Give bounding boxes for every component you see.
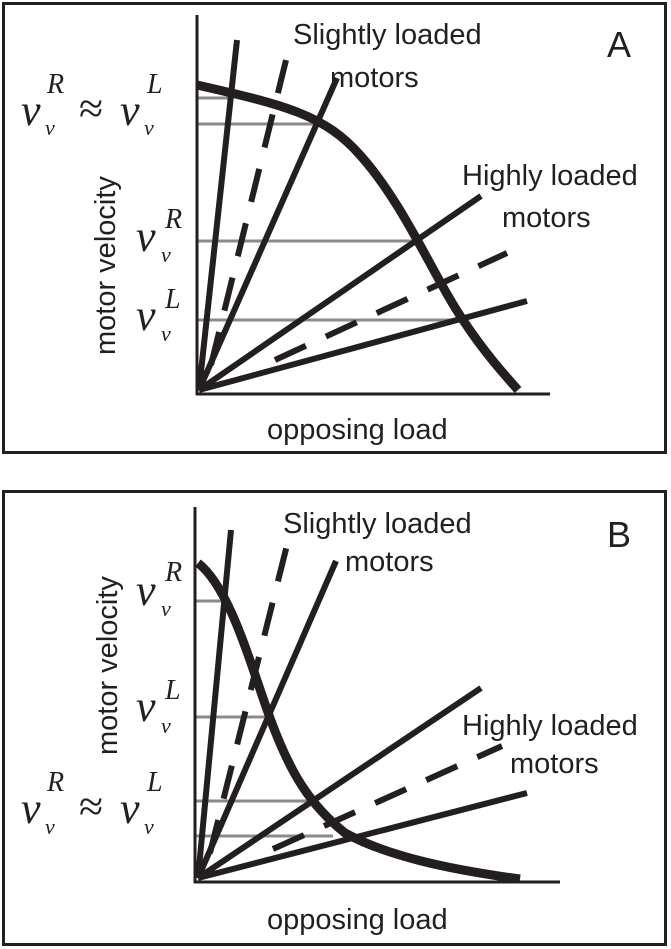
y-axis-label: motor velocity: [92, 576, 124, 755]
svg-text:R: R: [46, 767, 64, 798]
highly-loaded-label-line1: Highly loaded: [462, 160, 638, 192]
velocity-equal-label: v R v ≈ v L v: [21, 69, 163, 140]
dashed-load-line-high: [271, 743, 504, 852]
svg-text:≈: ≈: [79, 84, 103, 133]
svg-text:R: R: [164, 557, 182, 588]
load-line-steep: [196, 39, 240, 391]
svg-text:L: L: [146, 69, 163, 100]
panel-letter: B: [607, 514, 631, 555]
load-line-steep: [195, 529, 234, 879]
svg-text:v: v: [21, 86, 41, 135]
svg-text:R: R: [46, 69, 64, 100]
velocity-right-label: v R v: [136, 557, 182, 621]
slightly-loaded-label-line1: Slightly loaded: [283, 508, 472, 540]
force-velocity-curve: [195, 559, 521, 884]
svg-text:v: v: [136, 566, 156, 615]
slightly-loaded-label-line2: motors: [345, 546, 434, 578]
svg-text:v: v: [21, 784, 41, 833]
dashed-load-line-high: [273, 250, 509, 363]
svg-text:v: v: [144, 814, 154, 839]
x-axis-label: opposing load: [267, 414, 448, 446]
velocity-equal-label: v R v ≈ v L v: [21, 767, 163, 839]
svg-text:L: L: [164, 675, 181, 706]
velocity-left-label: v L v: [136, 284, 181, 346]
svg-text:v: v: [161, 596, 171, 621]
svg-text:v: v: [161, 321, 171, 346]
svg-text:v: v: [144, 115, 154, 140]
svg-text:v: v: [161, 242, 171, 267]
y-axis-label: motor velocity: [90, 176, 122, 355]
x-axis-label: opposing load: [267, 904, 448, 936]
panel-b: B Slightly loaded motors Highly loaded m…: [2, 490, 667, 946]
highly-loaded-label-line2: motors: [502, 202, 591, 234]
highly-loaded-label-line2: motors: [510, 748, 599, 780]
highly-loaded-label-line1: Highly loaded: [462, 710, 638, 742]
slightly-loaded-label-line1: Slightly loaded: [293, 19, 482, 51]
svg-text:v: v: [45, 814, 55, 839]
svg-text:v: v: [45, 115, 55, 140]
svg-text:R: R: [164, 204, 182, 235]
panel-a: A Slightly loaded motors Highly loaded m…: [2, 2, 667, 454]
load-line-shallow: [197, 790, 528, 881]
panel-a-diagram: A Slightly loaded motors Highly loaded m…: [21, 15, 638, 446]
svg-text:≈: ≈: [79, 782, 103, 831]
svg-text:v: v: [120, 784, 140, 833]
svg-text:v: v: [161, 713, 171, 738]
velocity-right-label: v R v: [136, 204, 182, 267]
svg-text:L: L: [146, 767, 163, 798]
force-velocity-curve: [196, 80, 522, 393]
svg-text:v: v: [136, 212, 156, 261]
load-line-high: [197, 193, 483, 393]
load-line-shallow: [198, 298, 528, 393]
load-line-high: [196, 685, 483, 881]
svg-text:L: L: [164, 284, 181, 315]
svg-text:v: v: [120, 86, 140, 135]
panel-letter: A: [607, 24, 631, 65]
velocity-left-label: v L v: [136, 675, 181, 738]
slightly-loaded-label-line2: motors: [330, 62, 419, 94]
svg-text:v: v: [136, 682, 156, 731]
load-line-slight: [196, 76, 340, 392]
panel-b-diagram: B Slightly loaded motors Highly loaded m…: [21, 507, 638, 936]
svg-text:v: v: [136, 291, 156, 340]
